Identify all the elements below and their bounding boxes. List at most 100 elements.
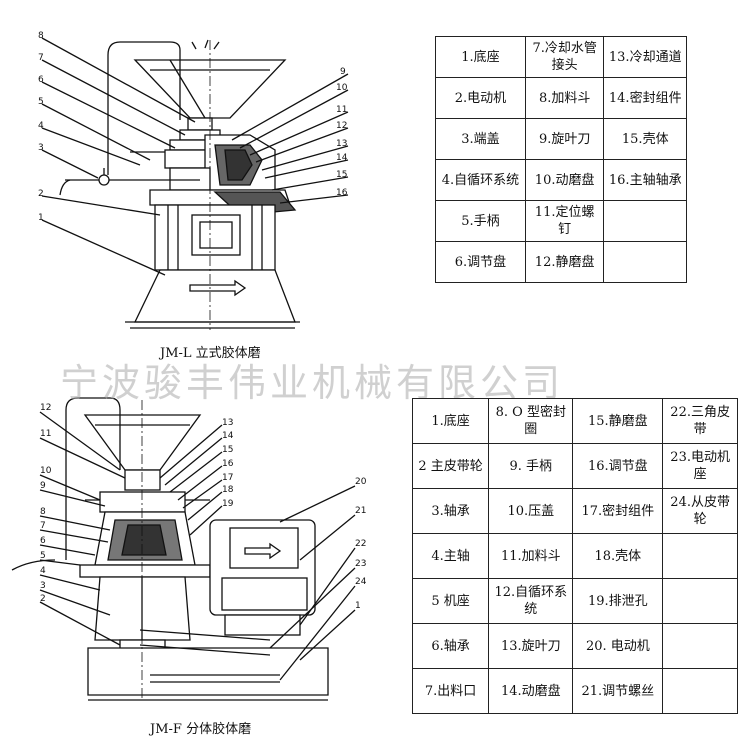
- part-cell: 16.主轴轴承: [603, 159, 687, 201]
- part-cell: 22.三角皮带: [662, 398, 738, 444]
- top-callout: 14: [336, 153, 348, 163]
- part-cell: [603, 241, 687, 283]
- top-callout: 10: [336, 83, 348, 93]
- part-cell: 10.动磨盘: [524, 159, 605, 201]
- part-cell: 3.端盖: [435, 118, 526, 160]
- part-cell: 10.压盖: [488, 488, 574, 534]
- bottom-callout: 14: [222, 431, 234, 441]
- bottom-callout: 9: [40, 481, 46, 491]
- part-cell: 14.密封组件: [603, 77, 687, 119]
- bottom-callout: 15: [222, 445, 233, 455]
- bottom-callout: 1: [355, 601, 361, 611]
- jm-f-drawing: [11, 397, 356, 701]
- part-cell: 21.调节螺丝: [572, 668, 664, 714]
- bottom-callout: 2: [40, 594, 46, 604]
- top-callout: 6: [38, 75, 44, 85]
- top-callout: 15: [336, 170, 347, 180]
- part-cell: 3.轴承: [411, 488, 490, 534]
- part-cell: 13.冷却通道: [603, 36, 687, 78]
- bottom-callout: 20: [355, 477, 367, 487]
- bottom-callout: 22: [355, 539, 366, 549]
- top-callout: 4: [38, 121, 44, 131]
- top-figure-caption: JM-L 立式胶体磨: [160, 346, 261, 361]
- part-cell: 13.旋叶刀: [488, 623, 574, 669]
- part-cell: [662, 533, 738, 579]
- part-cell: 2 主皮带轮: [411, 443, 490, 489]
- part-cell: 2.电动机: [435, 77, 526, 119]
- top-callout: 16: [336, 188, 348, 198]
- top-callout: 8: [38, 31, 44, 41]
- bottom-callout: 13: [222, 418, 233, 428]
- part-cell: 11.定位螺钉: [524, 200, 605, 242]
- part-cell: 4.主轴: [411, 533, 490, 579]
- part-cell: 6.轴承: [411, 623, 490, 669]
- part-cell: [662, 578, 738, 624]
- part-cell: 16.调节盘: [572, 443, 664, 489]
- bottom-callout: 16: [222, 459, 234, 469]
- bottom-callout: 11: [40, 429, 51, 439]
- bottom-callout: 12: [40, 403, 51, 413]
- top-callout: 1: [38, 213, 44, 223]
- bottom-callout: 7: [40, 521, 46, 531]
- part-cell: 6.调节盘: [435, 241, 526, 283]
- part-cell: 23.电动机座: [662, 443, 738, 489]
- bottom-callout: 4: [40, 566, 46, 576]
- part-cell: 1.底座: [435, 36, 526, 78]
- part-cell: 8. O 型密封圈: [488, 398, 574, 444]
- part-cell: 1.底座: [411, 398, 490, 444]
- bottom-callout: 6: [40, 536, 46, 546]
- bottom-figure-caption: JM-F 分体胶体磨: [150, 722, 252, 737]
- top-callout: 9: [340, 67, 346, 77]
- part-cell: 11.加料斗: [488, 533, 574, 579]
- bottom-callout: 17: [222, 473, 233, 483]
- top-callout: 5: [38, 97, 44, 107]
- part-cell: 15.壳体: [603, 118, 687, 160]
- part-cell: 14.动磨盘: [488, 668, 574, 714]
- part-cell: 5 机座: [411, 578, 490, 624]
- part-cell: 24.从皮带轮: [662, 488, 738, 534]
- bottom-callout: 5: [40, 551, 46, 561]
- bottom-callout: 3: [40, 581, 46, 591]
- top-callout: 3: [38, 143, 44, 153]
- top-callout: 13: [336, 139, 347, 149]
- part-cell: [603, 200, 687, 242]
- part-cell: [662, 668, 738, 714]
- jm-l-drawing: [41, 37, 349, 330]
- bottom-callout: 21: [355, 506, 366, 516]
- part-cell: 8.加料斗: [524, 77, 605, 119]
- bottom-callout: 10: [40, 466, 52, 476]
- part-cell: 5.手柄: [435, 200, 526, 242]
- part-cell: 17.密封组件: [572, 488, 664, 534]
- part-cell: 7.冷却水管接头: [524, 36, 605, 78]
- part-cell: 20. 电动机: [572, 623, 664, 669]
- part-cell: [662, 623, 738, 669]
- part-cell: 4.自循环系统: [435, 159, 526, 201]
- part-cell: 19.排泄孔: [572, 578, 664, 624]
- top-callout: 11: [336, 105, 347, 115]
- part-cell: 18.壳体: [572, 533, 664, 579]
- top-callout: 12: [336, 121, 347, 131]
- bottom-callout: 18: [222, 485, 234, 495]
- part-cell: 9. 手柄: [488, 443, 574, 489]
- bottom-callout: 8: [40, 507, 46, 517]
- part-cell: 12.自循环系统: [488, 578, 574, 624]
- bottom-callout: 23: [355, 559, 366, 569]
- top-callout: 2: [38, 189, 44, 199]
- bottom-callout: 19: [222, 499, 234, 509]
- part-cell: 9.旋叶刀: [524, 118, 605, 160]
- top-callout: 7: [38, 53, 44, 63]
